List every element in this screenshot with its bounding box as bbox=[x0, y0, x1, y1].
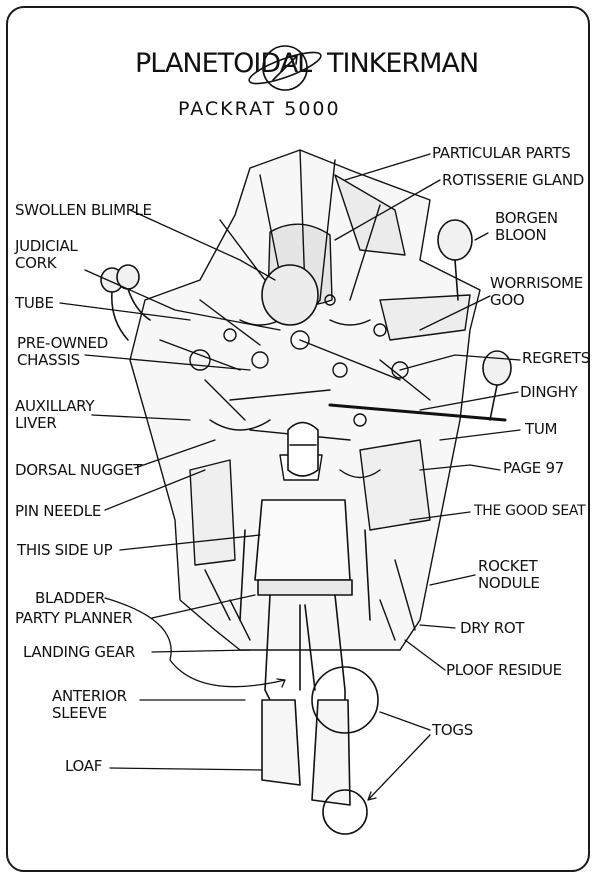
label-swollen-blimple: SWOLLEN BLIMPLE bbox=[15, 201, 152, 219]
label-anterior-sleeve: ANTERIOR SLEEVE bbox=[52, 687, 127, 722]
label-tum: TUM bbox=[525, 420, 558, 438]
title-left: PLANETOIDAL bbox=[135, 48, 312, 79]
label-worrisome-goo: WORRISOME GOO bbox=[490, 274, 583, 309]
balloon-icons bbox=[100, 219, 512, 421]
label-landing-gear: LANDING GEAR bbox=[23, 643, 135, 661]
label-particular-parts: PARTICULAR PARTS bbox=[432, 144, 571, 162]
backpack-mass bbox=[129, 149, 507, 651]
label-borgen-bloon: BORGEN BLOON bbox=[495, 209, 558, 244]
label-page-97: PAGE 97 bbox=[503, 459, 564, 477]
label-rocket-nodule: ROCKET NODULE bbox=[478, 557, 540, 592]
label-ploof-residue: PLOOF RESIDUE bbox=[446, 661, 562, 679]
label-tube: TUBE bbox=[15, 294, 54, 312]
label-bladder: BLADDER bbox=[35, 589, 106, 607]
label-pre-owned-chassis: PRE-OWNED CHASSIS bbox=[17, 334, 108, 369]
tinkerman-figure bbox=[239, 421, 379, 835]
label-loaf: LOAF bbox=[65, 757, 103, 775]
label-rotisserie-gland: ROTISSERIE GLAND bbox=[442, 171, 584, 189]
label-this-side-up: THIS SIDE UP bbox=[17, 541, 113, 559]
label-regrets: REGRETS bbox=[522, 349, 591, 367]
leader-lines bbox=[59, 153, 521, 801]
label-togs: TOGS bbox=[432, 721, 473, 739]
label-dorsal-nugget: DORSAL NUGGET bbox=[15, 461, 143, 479]
label-party-planner: PARTY PLANNER bbox=[15, 609, 133, 627]
label-judicial-cork: JUDICIAL CORK bbox=[15, 237, 78, 272]
label-pin-needle: PIN NEEDLE bbox=[15, 502, 102, 520]
subtitle: PACKRAT 5000 bbox=[178, 98, 341, 120]
planet-logo-icon bbox=[248, 45, 322, 91]
label-the-good-seat: THE GOOD SEAT bbox=[474, 503, 586, 519]
label-dry-rot: DRY ROT bbox=[460, 619, 525, 637]
title-right: TINKERMAN bbox=[327, 48, 479, 79]
label-auxillary-liver: AUXILLARY LIVER bbox=[15, 397, 95, 432]
label-dinghy: DINGHY bbox=[520, 383, 578, 401]
